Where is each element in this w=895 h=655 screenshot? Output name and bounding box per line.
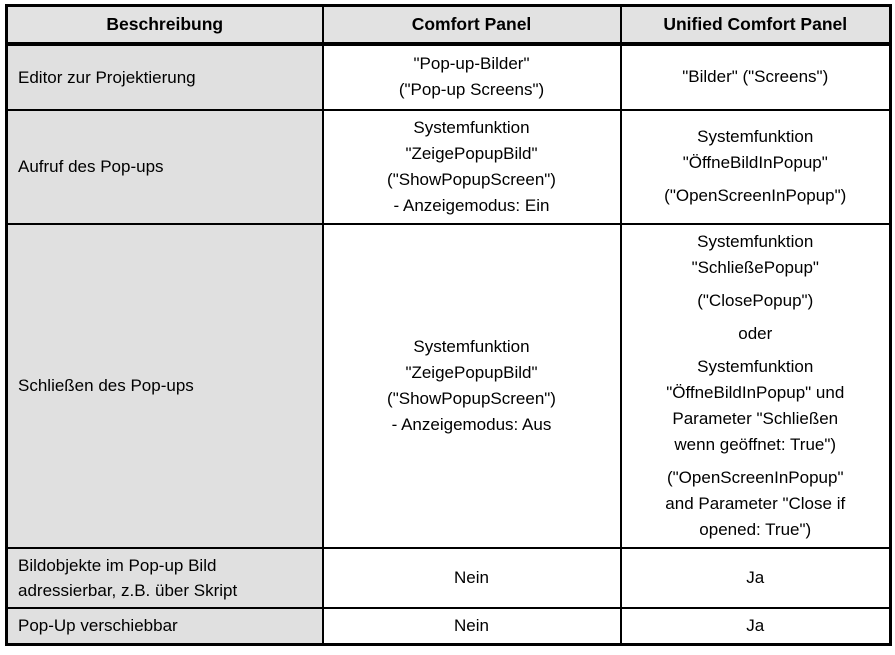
cell-line: Systemfunktion (697, 356, 814, 376)
cell-line: ("OpenScreenInPopup") (664, 186, 847, 205)
cell-line: oder (738, 323, 773, 343)
cell-paragraph: Nein (332, 565, 612, 591)
cell-line: Ja (746, 615, 765, 635)
panel-comparison-table: Beschreibung Comfort Panel Unified Comfo… (5, 4, 892, 646)
cell-paragraph: "Bilder" ("Screens") (630, 64, 882, 90)
unified-cell: Ja (619, 606, 892, 645)
row-label: Schließen des Pop-ups (5, 222, 324, 549)
cell-paragraph: Ja (630, 613, 882, 639)
comfort-cell: Nein (321, 546, 622, 609)
header-unified-comfort-panel: Unified Comfort Panel (619, 4, 892, 46)
cell-line: "Pop-up-Bilder" (413, 54, 530, 73)
cell-paragraph: Ja (630, 565, 882, 591)
row-label: Editor zur Projektierung (5, 42, 324, 111)
header-comfort-panel: Comfort Panel (321, 4, 622, 46)
table-row-schliessen: Schließen des Pop-ups Systemfunktion "Zei… (5, 222, 892, 549)
unified-cell: Systemfunktion "SchließePopup" ("ClosePopu… (619, 222, 892, 549)
row-label: Bildobjekte im Pop-up Bild adressierbar,… (5, 546, 324, 609)
cell-line: "SchließePopup" (691, 257, 819, 277)
cell-paragraph: Nein (332, 613, 612, 639)
comfort-cell: Nein (321, 606, 622, 645)
cell-line: ("ShowPopupScreen") (387, 169, 556, 189)
cell-paragraph: ("OpenScreenInPopup") (630, 183, 882, 209)
cell-line: "ZeigePopupBild" (405, 362, 538, 382)
cell-paragraph: oder (630, 321, 882, 347)
table-row-bildobjekte: Bildobjekte im Pop-up Bild adressierbar,… (5, 546, 892, 609)
comfort-cell: Systemfunktion "ZeigePopupBild" ("ShowPopu… (321, 222, 622, 549)
cell-line: Systemfunktion (413, 117, 530, 137)
cell-line: Parameter "Schließen (672, 408, 839, 428)
cell-line: ("ClosePopup") (697, 290, 814, 310)
cell-line: ("ShowPopupScreen") (387, 388, 556, 408)
cell-line: and Parameter "Close if (665, 493, 846, 513)
cell-paragraph: Systemfunktion "SchließePopup" (630, 229, 882, 281)
cell-line: opened: True") (699, 519, 812, 539)
cell-line: Nein (454, 567, 489, 587)
cell-paragraph: Systemfunktion "ÖffneBildInPopup" (630, 124, 882, 176)
cell-paragraph: "Pop-up-Bilder" ("Pop-up Screens") (332, 51, 612, 103)
unified-cell: "Bilder" ("Screens") (619, 42, 892, 111)
cell-paragraph: ("ClosePopup") (630, 288, 882, 314)
unified-cell: Ja (619, 546, 892, 609)
row-label: Aufruf des Pop-ups (5, 108, 324, 225)
cell-paragraph: Systemfunktion "ZeigePopupBild" ("ShowPopu… (332, 334, 612, 438)
header-row: Beschreibung Comfort Panel Unified Comfo… (5, 4, 892, 46)
header-beschreibung: Beschreibung (5, 4, 324, 46)
cell-line: - Anzeigemodus: Aus (391, 414, 552, 434)
table-row-editor: Editor zur Projektierung "Pop-up-Bilder"… (5, 42, 892, 111)
unified-cell: Systemfunktion "ÖffneBildInPopup" ("OpenSc… (619, 108, 892, 225)
cell-line: wenn geöffnet: True") (674, 434, 837, 454)
row-label: Pop-Up verschiebbar (5, 606, 324, 645)
cell-line: ("OpenScreenInPopup" (666, 467, 844, 487)
cell-line: ("Pop-up Screens") (398, 80, 545, 99)
cell-line: "Bilder" ("Screens") (682, 67, 829, 86)
comfort-cell: Systemfunktion "ZeigePopupBild" ("ShowPopu… (321, 108, 622, 225)
cell-line: "ÖffneBildInPopup" (682, 153, 828, 172)
cell-line: Ja (746, 567, 765, 587)
cell-line: Systemfunktion (697, 231, 814, 251)
cell-line: Systemfunktion (697, 127, 814, 146)
table-row-aufruf: Aufruf des Pop-ups Systemfunktion "ZeigeP… (5, 108, 892, 225)
cell-line: "ÖffneBildInPopup" und (666, 382, 845, 402)
table-row-verschiebbar: Pop-Up verschiebbar Nein Ja (5, 606, 892, 645)
cell-paragraph: ("OpenScreenInPopup" and Parameter "Close… (630, 465, 882, 543)
cell-line: Systemfunktion (413, 336, 530, 356)
comfort-cell: "Pop-up-Bilder" ("Pop-up Screens") (321, 42, 622, 111)
cell-line: Nein (454, 615, 489, 635)
cell-line: "ZeigePopupBild" (405, 143, 538, 163)
cell-line: - Anzeigemodus: Ein (393, 195, 550, 215)
cell-paragraph: Systemfunktion "ZeigePopupBild" ("ShowPopu… (332, 115, 612, 219)
